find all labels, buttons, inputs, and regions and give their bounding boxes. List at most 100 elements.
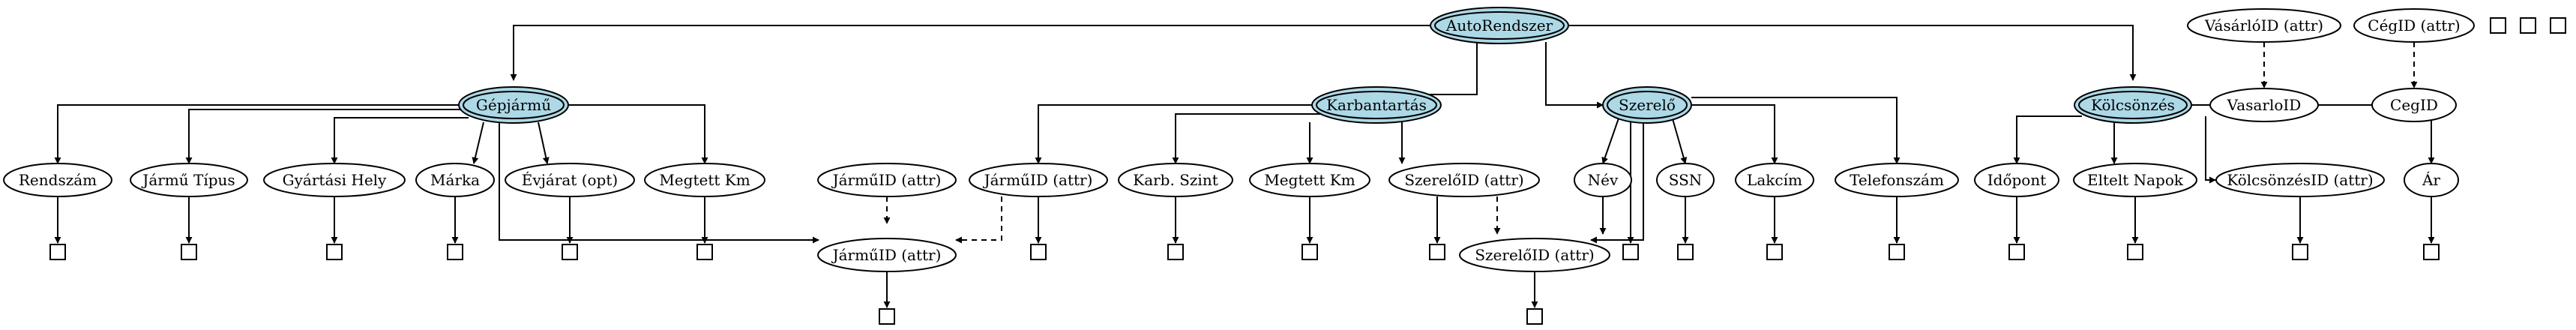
attr-karb-szint[interactable]: Karb. Szint: [1118, 163, 1233, 197]
entity-auto[interactable]: AutoRendszer: [1430, 7, 1569, 44]
box-lakcim[interactable]: [1766, 244, 1783, 260]
box-megtett-km-karb[interactable]: [1301, 244, 1318, 260]
svg-text:Gyártási Hely: Gyártási Hely: [283, 171, 387, 189]
edge-szer-lakcim: [1691, 104, 1778, 164]
edge-kolcs-idopont: [2013, 116, 2082, 164]
edge-karb-jidattr: [1035, 104, 1325, 164]
svg-text:Név: Név: [1588, 171, 1619, 189]
edge-gep-jtipus: [185, 109, 463, 164]
edge-jidattr2-jidcenter: [955, 196, 1002, 244]
attr-marka[interactable]: Márka: [415, 163, 495, 197]
attr-eltelt-napok[interactable]: Eltelt Napok: [2073, 163, 2197, 197]
attr-vasarloid[interactable]: VasarloID: [2209, 88, 2319, 122]
svg-text:JárműID (attr): JárműID (attr): [983, 171, 1093, 189]
edge-szer-nev: [1601, 116, 1620, 164]
attr-cegid-attr[interactable]: CégID (attr): [2353, 8, 2475, 43]
edge-gep-mkm: [568, 104, 708, 164]
box-szereloid-attr[interactable]: [1429, 244, 1445, 260]
attr-evjarat[interactable]: Évjárat (opt): [505, 163, 635, 197]
entity-auto-label: AutoRendszer: [1445, 16, 1553, 34]
attr-szereloid-attr-1[interactable]: SzerelőID (attr): [1388, 163, 1540, 197]
edge-szer-ssn: [1671, 116, 1688, 164]
entity-kolcsonzes-label: Kölcsönzés: [2091, 96, 2175, 114]
svg-text:VásárlóID (attr): VásárlóID (attr): [2204, 16, 2323, 34]
box-top-2[interactable]: [2520, 17, 2536, 34]
edge-szer-szidcenter: [1590, 122, 1644, 244]
attr-megtett-km-gep[interactable]: Megtett Km: [644, 163, 765, 197]
box-megtett-km-gep[interactable]: [696, 244, 713, 260]
edge-auto-gepjarmu: [510, 25, 1433, 81]
svg-text:Megtett Km: Megtett Km: [1264, 171, 1355, 189]
attr-lakcim[interactable]: Lakcím: [1735, 163, 1814, 197]
edge-gep-gyhely: [331, 117, 469, 164]
svg-text:SzerelőID (attr): SzerelőID (attr): [1475, 246, 1594, 264]
attr-ssn[interactable]: SSN: [1656, 163, 1715, 197]
svg-text:VasarloID: VasarloID: [2227, 96, 2302, 114]
edge-kolcs-kolcsid: [2205, 116, 2216, 184]
box-ssn[interactable]: [1677, 244, 1694, 260]
edges: [54, 25, 2435, 308]
svg-text:Megtett Km: Megtett Km: [659, 171, 750, 189]
box-gyartasi-hely[interactable]: [326, 244, 343, 260]
box-top-1[interactable]: [2490, 17, 2506, 34]
attr-jarmuid-attr-karb[interactable]: JárműID (attr): [969, 163, 1108, 197]
edge-karb-szint: [1172, 113, 1331, 164]
small-boxes: [49, 17, 2566, 325]
attr-telefonszam[interactable]: Telefonszám: [1835, 163, 1959, 197]
entity-karbantartas[interactable]: Karbantartás: [1311, 86, 1442, 124]
attr-vasarloid-attr[interactable]: VásárlóID (attr): [2187, 8, 2341, 43]
attr-idopont[interactable]: Időpont: [1974, 163, 2059, 197]
svg-text:Lakcím: Lakcím: [1747, 171, 1802, 189]
attr-rendszam[interactable]: Rendszám: [3, 163, 112, 197]
entity-gepjarmu[interactable]: Gépjármű: [458, 86, 569, 124]
attr-cegid[interactable]: CegID: [2371, 88, 2457, 122]
attr-kolcsonzesid-attr[interactable]: KölcsönzésID (attr): [2215, 163, 2385, 197]
box-szereloid-center[interactable]: [1526, 308, 1543, 325]
svg-text:Karb. Szint: Karb. Szint: [1133, 171, 1218, 189]
edge-gep-marka: [472, 122, 484, 164]
box-telefonszam[interactable]: [1889, 244, 1905, 260]
edge-gep-evjarat: [538, 122, 550, 164]
box-idopont[interactable]: [2008, 244, 2025, 260]
box-rendszam[interactable]: [49, 244, 66, 260]
attr-jarmu-tipus[interactable]: Jármű Típus: [130, 163, 248, 197]
attr-megtett-km-karb[interactable]: Megtett Km: [1249, 163, 1370, 197]
attr-ar[interactable]: Ár: [2404, 163, 2459, 197]
box-jarmu-tipus[interactable]: [181, 244, 197, 260]
entity-karbantartas-label: Karbantartás: [1326, 96, 1427, 114]
entity-gepjarmu-label: Gépjármű: [476, 96, 551, 114]
svg-text:JárműID (attr): JárműID (attr): [831, 246, 942, 264]
box-jarmuid-karb[interactable]: [1030, 244, 1047, 260]
svg-text:Eltelt Napok: Eltelt Napok: [2087, 171, 2184, 189]
svg-text:Évjárat (opt): Évjárat (opt): [522, 171, 618, 189]
svg-text:JárműID (attr): JárműID (attr): [831, 171, 942, 189]
box-eltelt-napok[interactable]: [2127, 244, 2143, 260]
attr-szereloid-attr-center[interactable]: SzerelőID (attr): [1459, 238, 1610, 272]
box-nev[interactable]: [1622, 244, 1639, 260]
svg-text:SSN: SSN: [1669, 171, 1703, 189]
edge-gep-jidcenter: [499, 122, 819, 244]
attr-nev[interactable]: Név: [1574, 163, 1632, 197]
edge-auto-szerelo: [1545, 42, 1604, 109]
attr-jarmuid-attr-center[interactable]: JárműID (attr): [817, 238, 957, 272]
box-marka[interactable]: [447, 244, 463, 260]
box-ar[interactable]: [2423, 244, 2440, 260]
svg-text:Márka: Márka: [430, 171, 480, 189]
svg-text:CégID (attr): CégID (attr): [2368, 16, 2460, 34]
svg-text:Ár: Ár: [2422, 171, 2440, 189]
box-jarmuid-center[interactable]: [879, 308, 895, 325]
edge-szer-telefon: [1691, 97, 1901, 164]
entity-szerelo[interactable]: Szerelő: [1602, 86, 1692, 124]
svg-text:CegID: CegID: [2390, 96, 2438, 114]
attr-jarmuid-attr-1[interactable]: JárműID (attr): [817, 163, 957, 197]
entity-szerelo-label: Szerelő: [1619, 96, 1676, 114]
svg-text:Telefonszám: Telefonszám: [1850, 171, 1944, 189]
entity-kolcsonzes[interactable]: Kölcsönzés: [2074, 86, 2192, 124]
box-karb-szint[interactable]: [1167, 244, 1184, 260]
edge-auto-kolcsonzes: [1565, 25, 2137, 81]
box-top-3[interactable]: [2550, 17, 2566, 34]
box-kolcsonzesid[interactable]: [2292, 244, 2308, 260]
box-evjarat[interactable]: [562, 244, 578, 260]
attr-gyartasi-hely[interactable]: Gyártási Hely: [263, 163, 406, 197]
